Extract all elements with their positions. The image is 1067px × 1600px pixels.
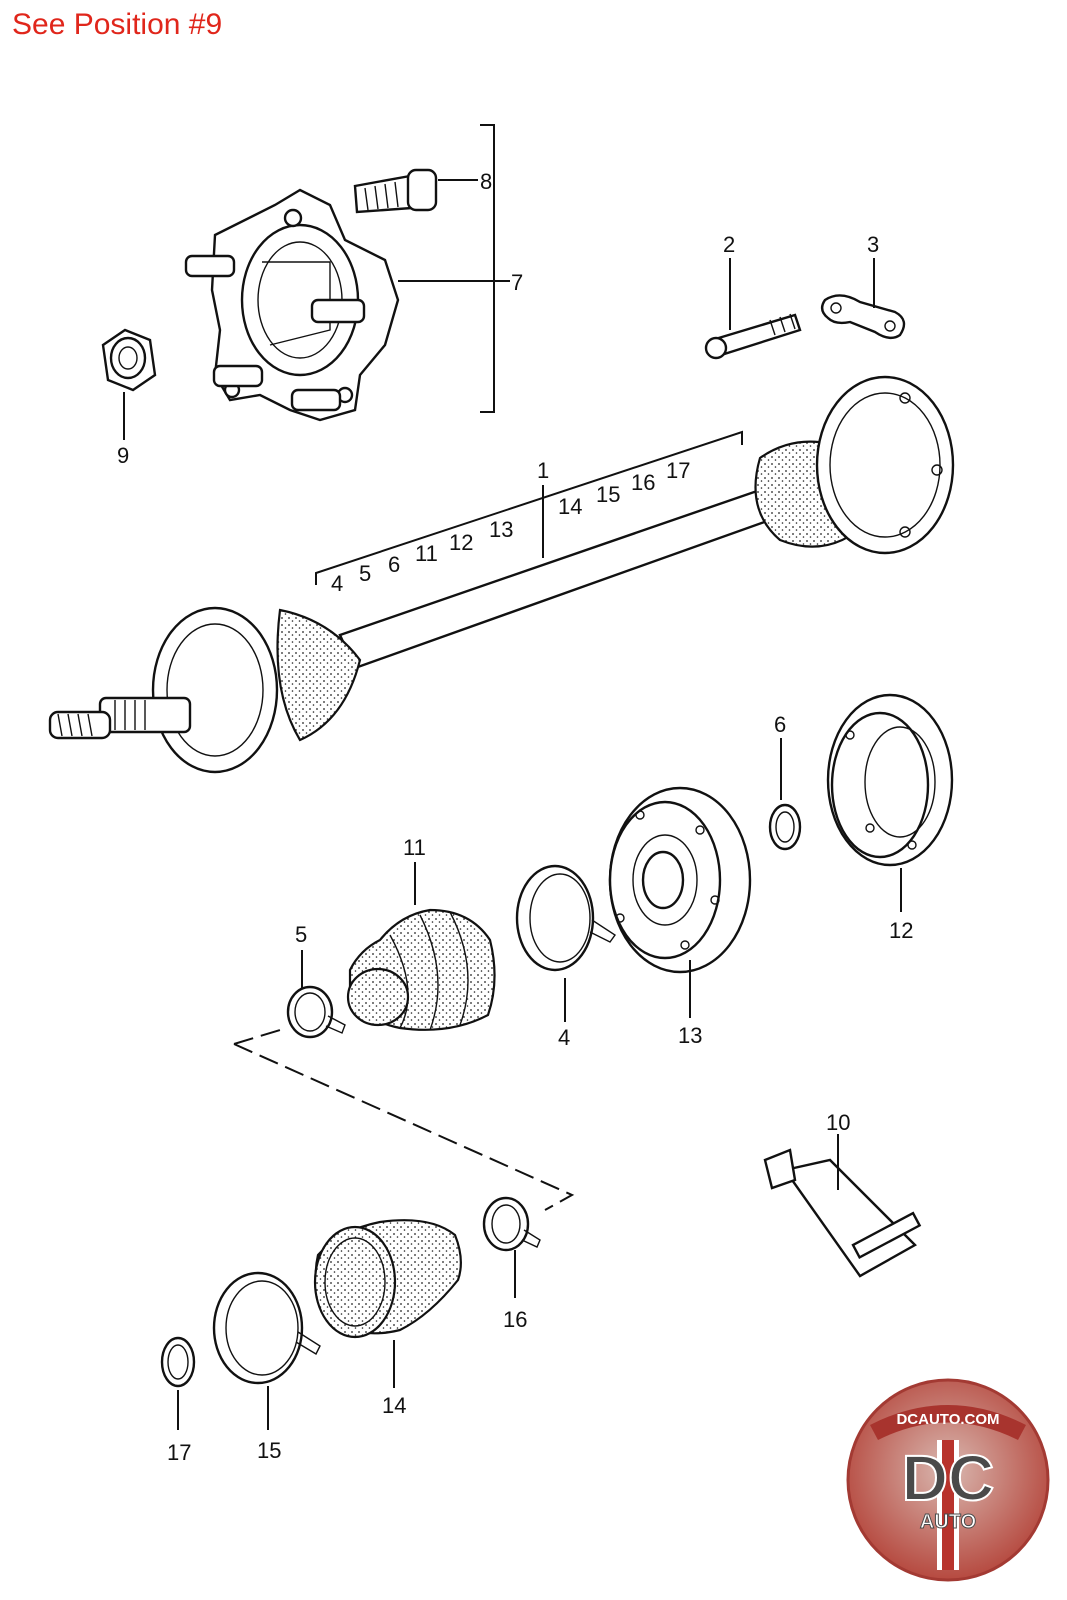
callout-12: 12 [889, 918, 913, 943]
group-label-4: 4 [331, 571, 343, 596]
band-clamp-15 [212, 1271, 321, 1385]
clamp-5 [286, 985, 346, 1039]
callout-4: 4 [558, 1025, 570, 1050]
boot-14 [313, 1219, 462, 1339]
wheel-stud-set [184, 254, 366, 412]
wheel-hub [210, 188, 400, 422]
wheel-stud-8 [353, 168, 438, 214]
callout-5: 5 [295, 922, 307, 947]
group-label-13: 13 [489, 517, 513, 542]
group-label-12: 12 [449, 530, 473, 555]
group-label-15: 15 [596, 482, 620, 507]
lock-plate-3 [820, 294, 906, 340]
group-label-17: 17 [666, 458, 690, 483]
group-label-14: 14 [558, 494, 582, 519]
circlip-6 [768, 803, 802, 851]
logo-sub-text: AUTO [920, 1511, 976, 1533]
group-label-11: 11 [415, 541, 438, 566]
callout-14: 14 [382, 1393, 406, 1418]
callout-11: 11 [403, 835, 426, 860]
callout-9: 9 [117, 443, 129, 468]
circlip-17 [160, 1336, 196, 1388]
group-label-5: 5 [359, 561, 371, 586]
callout-10: 10 [826, 1110, 850, 1135]
see-position-note: See Position #9 [12, 8, 223, 41]
callout-7: 7 [511, 270, 523, 295]
logo-mark: DC [902, 1442, 994, 1514]
callout-15: 15 [257, 1438, 281, 1463]
callout-17: 17 [167, 1440, 191, 1465]
callout-16: 16 [503, 1307, 527, 1332]
boot-11 [346, 908, 496, 1031]
callout-8: 8 [480, 169, 492, 194]
band-clamp-4 [515, 864, 616, 972]
callout-6: 6 [774, 712, 786, 737]
joint-cover-12 [826, 693, 954, 867]
logo-top-text: DCAUTO.COM [896, 1411, 999, 1428]
callout-1: 1 [537, 458, 549, 483]
group-label-6: 6 [388, 552, 400, 577]
group-label-16: 16 [631, 470, 655, 495]
axle-shaft-assembly [48, 375, 955, 774]
callout-2: 2 [723, 232, 735, 257]
callout-3: 3 [867, 232, 879, 257]
callout-13: 13 [678, 1023, 702, 1048]
grease-tube-10 [763, 1148, 922, 1278]
hex-nut-9 [101, 328, 157, 392]
bolt-2 [704, 313, 802, 360]
dcauto-logo: DCAUTO.COM DC AUTO [846, 1378, 1050, 1582]
clamp-16 [482, 1196, 541, 1252]
cv-joint-13 [608, 786, 752, 974]
